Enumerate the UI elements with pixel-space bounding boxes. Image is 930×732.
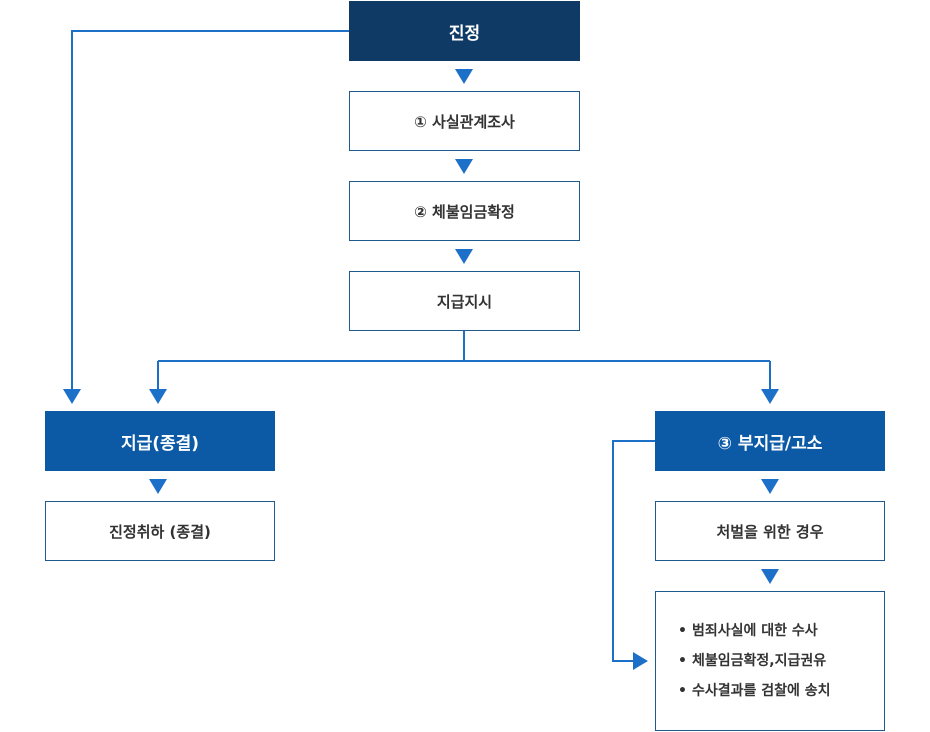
step-withdraw-label: 진정취하 (종결)	[109, 522, 211, 541]
step-punishment: 처벌을 위한 경우	[655, 501, 885, 561]
connector-nonpayment-to-investigation	[612, 440, 655, 662]
step-payment-order: 지급지시	[349, 271, 580, 331]
step-fact-check-label: ① 사실관계조사	[414, 112, 515, 131]
step-punishment-label: 처벌을 위한 경우	[716, 522, 824, 541]
step-fact-check: ① 사실관계조사	[349, 91, 580, 151]
step-non-payment-label: ③ 부지급/고소	[717, 433, 823, 454]
arrow-to-payment-split	[149, 389, 167, 404]
step-non-payment: ③ 부지급/고소	[655, 411, 885, 471]
step-payment-order-label: 지급지시	[436, 292, 493, 311]
investigation-item-label: 수사결과를 검찰에 송치	[692, 683, 831, 699]
list-item: • 수사결과를 검찰에 송치	[678, 676, 831, 706]
step-payment-end: 지급(종결)	[45, 411, 275, 471]
arrow-to-wage-confirm	[455, 159, 473, 174]
step-petition: 진정	[349, 1, 580, 61]
connector-petition-to-payment	[71, 30, 349, 389]
arrow-to-investigation	[761, 569, 779, 584]
arrow-to-fact-check	[455, 69, 473, 84]
list-item: • 범죄사실에 대한 수사	[678, 616, 831, 646]
investigation-item-label: 범죄사실에 대한 수사	[692, 623, 818, 639]
arrow-to-withdraw	[149, 479, 167, 494]
arrow-loop-to-investigation	[633, 652, 648, 670]
bullet-icon: •	[678, 653, 687, 669]
step-wage-confirm-label: ② 체불임금확정	[414, 202, 515, 221]
bullet-icon: •	[678, 623, 687, 639]
list-item: • 체불임금확정,지급권유	[678, 646, 831, 676]
step-wage-confirm: ② 체불임금확정	[349, 181, 580, 241]
step-withdraw: 진정취하 (종결)	[45, 501, 275, 561]
step-payment-end-label: 지급(종결)	[120, 433, 200, 454]
investigation-list: • 범죄사실에 대한 수사 • 체불임금확정,지급권유 • 수사결과를 검찰에 송치	[678, 616, 831, 706]
step-petition-label: 진정	[448, 23, 481, 44]
arrow-to-nonpayment	[761, 389, 779, 404]
investigation-item-label: 체불임금확정,지급권유	[692, 653, 827, 669]
arrow-to-payment-left	[63, 389, 81, 404]
arrow-to-payment-order	[455, 249, 473, 264]
bullet-icon: •	[678, 683, 687, 699]
arrow-to-punishment	[761, 479, 779, 494]
step-investigation: • 범죄사실에 대한 수사 • 체불임금확정,지급권유 • 수사결과를 검찰에 송치	[655, 591, 885, 731]
